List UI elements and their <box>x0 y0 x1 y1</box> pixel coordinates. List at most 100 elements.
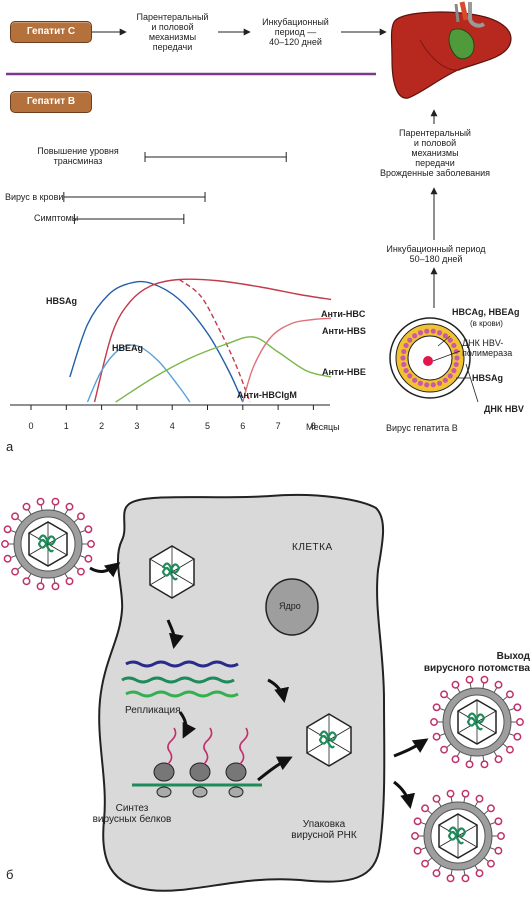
spike-head <box>451 680 460 689</box>
hep-b-incubation: Инкубационный период 50–180 дней <box>386 244 486 264</box>
spike-stem <box>456 751 461 757</box>
ribosome <box>225 727 249 798</box>
exiting-virion-1 <box>441 686 513 758</box>
exiting-virion-2-spikes <box>411 789 505 883</box>
spike-head <box>440 690 449 699</box>
spike-head <box>480 760 489 769</box>
hbv-virion <box>389 317 479 403</box>
legend-anti-hbe: Анти-HBE <box>322 367 366 377</box>
spike-stem <box>64 573 69 579</box>
core-dot <box>424 328 430 334</box>
spike-head <box>432 732 441 741</box>
ribosome <box>153 727 177 798</box>
legend-anti-hbs: Анти-HBS <box>322 326 366 336</box>
spike-stem <box>27 509 32 515</box>
spike-head <box>413 817 422 826</box>
core-dot <box>451 367 457 374</box>
spike-head <box>65 577 74 586</box>
x-tick-label: 7 <box>276 421 281 431</box>
core-dot <box>442 333 448 339</box>
series-line-анти-hbc <box>93 278 332 403</box>
spike-head <box>432 869 441 878</box>
spike-stem <box>508 733 515 737</box>
spike-head <box>451 755 460 764</box>
spike-head <box>421 804 430 813</box>
spike-stem <box>482 682 485 689</box>
x-tick-label: 4 <box>170 421 175 431</box>
spike-head <box>11 567 20 576</box>
core-dot <box>412 333 418 339</box>
spike-head <box>421 859 430 868</box>
spike-head <box>505 745 514 754</box>
spike-stem <box>437 801 442 807</box>
spike-head <box>51 497 60 506</box>
spike-head <box>465 760 474 769</box>
spike-stem <box>456 687 461 693</box>
series-line-hbsag <box>69 280 244 403</box>
spike-stem <box>64 509 69 515</box>
spike-head <box>486 804 495 813</box>
spike-stem <box>53 504 56 511</box>
spike-head <box>461 789 470 798</box>
spike-stem <box>493 751 498 757</box>
core-dot <box>403 367 409 374</box>
series-line-анти-hbe <box>115 336 332 403</box>
spike-head <box>494 846 503 855</box>
spike-stem <box>502 743 508 749</box>
x-tick-label: 8 <box>311 421 316 431</box>
virion-label-hbsag: HBSAg <box>472 373 503 383</box>
spike-head <box>65 502 74 511</box>
series-line-анти-hbs <box>242 317 332 403</box>
virion-caption: Вирус гепатита В <box>386 423 458 433</box>
core-dot <box>401 348 407 355</box>
spike-stem <box>40 504 43 511</box>
entering-virion <box>12 508 84 580</box>
spike-head <box>76 567 85 576</box>
rna-strand-top <box>125 660 239 668</box>
spike-head <box>513 732 522 741</box>
core-dot <box>453 361 459 368</box>
spike-stem <box>483 809 489 815</box>
spike-head <box>413 846 422 855</box>
spike-head <box>22 577 31 586</box>
spike-head <box>1 540 9 548</box>
spike-stem <box>463 869 466 876</box>
core-dot <box>430 328 436 334</box>
legend-hbsag: HBSAg <box>46 296 77 306</box>
spike-head <box>87 540 95 548</box>
legend-anti-hbc: Анти-HBC <box>321 309 366 319</box>
nucleus <box>265 578 319 636</box>
spike-stem <box>73 565 79 571</box>
spike-head <box>84 525 93 534</box>
spike-stem <box>493 687 498 693</box>
virion-label-dna-polymerase: ДНК HBV- полимераза <box>462 338 513 358</box>
spike-head <box>446 874 455 883</box>
spike-head <box>486 859 495 868</box>
spike-stem <box>437 865 442 871</box>
spike-head <box>3 525 12 534</box>
core-dot <box>436 380 443 386</box>
core-dot <box>442 377 448 383</box>
spike-stem <box>420 821 427 825</box>
spike-stem <box>446 743 452 749</box>
core-dot <box>417 380 424 386</box>
spike-stem <box>474 865 479 871</box>
capsid-in-cell <box>149 545 195 599</box>
ribosomes <box>153 727 249 798</box>
nucleus-label: Ядро <box>279 601 301 611</box>
x-tick-label: 1 <box>64 421 69 431</box>
spike-stem <box>73 517 79 523</box>
spike-head <box>3 554 12 563</box>
spike-stem <box>439 707 446 711</box>
spike-head <box>430 718 438 726</box>
x-tick-label: 2 <box>99 421 104 431</box>
spike-stem <box>450 796 453 803</box>
core-dot <box>407 373 413 379</box>
spike-head <box>432 794 441 803</box>
virion-label-dna: ДНК HBV <box>484 404 524 414</box>
exiting-virion-2 <box>422 800 494 872</box>
spike-head <box>51 582 60 591</box>
spike-stem <box>474 801 479 807</box>
